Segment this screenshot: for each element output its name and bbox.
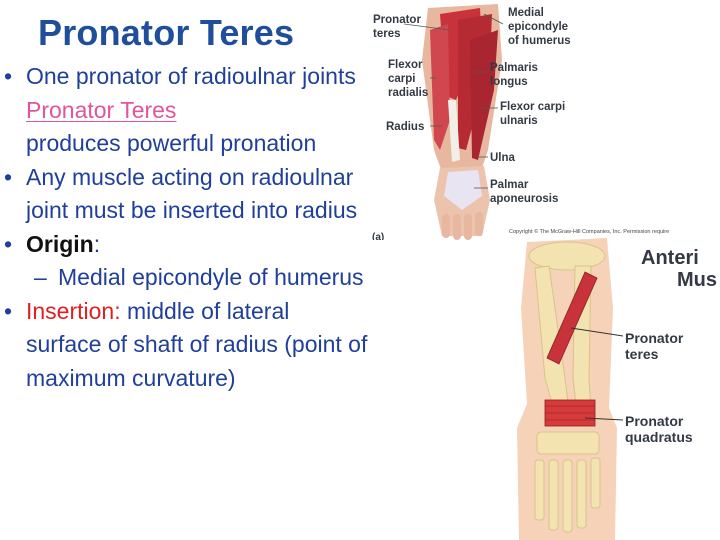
metacarpal — [576, 459, 587, 529]
svg-text:teres: teres — [373, 28, 401, 40]
label-pronator-quadratus: Pronator — [625, 413, 684, 429]
label-medial-epicondyle: Medial — [508, 7, 544, 19]
flexor-carpi-radialis-muscle — [430, 24, 450, 150]
carpal-bones — [536, 431, 600, 455]
bullet-list: • One pronator of radioulnar joints Pron… — [0, 60, 370, 395]
leader-line — [584, 417, 624, 421]
flexor-carpi-ulnaris-muscle — [470, 30, 498, 160]
svg-text:carpi: carpi — [388, 73, 416, 85]
label-palmar-aponeurosis: Palmar — [490, 179, 529, 191]
pronator-teres-link[interactable]: Pronator Teres — [26, 96, 177, 123]
svg-text:quadratus: quadratus — [625, 429, 693, 445]
label-pronator-teres: Pronator — [373, 14, 421, 26]
slide-title: Pronator Teres — [38, 12, 295, 53]
label-radius: Radius — [386, 121, 424, 133]
svg-text:radialis: radialis — [388, 87, 428, 99]
palmar-aponeurosis-shape — [444, 170, 482, 210]
label-pronator-teres: Pronator — [625, 330, 684, 346]
bullet-dot: • — [4, 163, 13, 190]
finger — [464, 214, 472, 240]
svg-text:of humerus: of humerus — [508, 35, 571, 47]
figure-heading: Anteri — [641, 247, 699, 269]
svg-text:aponeurosis: aponeurosis — [490, 193, 558, 205]
bullet-radius-insertion: • Any muscle acting on radioulnar joint … — [0, 161, 370, 228]
bullet-dot: • — [4, 63, 13, 89]
finger — [475, 212, 483, 236]
svg-text:longus: longus — [490, 76, 528, 88]
label-flexor-carpi-ulnaris: Flexor carpi — [500, 101, 565, 113]
bullet-origin: • Origin: — [0, 228, 370, 262]
humerus-end — [528, 241, 606, 271]
bullet-insertion: • Insertion: middle of lateral surface o… — [0, 295, 370, 396]
svg-text:ulnaris: ulnaris — [500, 115, 538, 127]
svg-text:Mus: Mus — [677, 269, 717, 291]
bullet-dot: • — [4, 230, 13, 257]
metacarpal — [534, 459, 545, 521]
finger — [453, 214, 461, 240]
copyright-notice: Copyright © The McGraw-Hill Companies, I… — [509, 228, 669, 235]
metacarpal — [562, 459, 573, 533]
leader-line — [570, 327, 624, 337]
metacarpal — [590, 457, 601, 509]
label-palmaris-longus: Palmaris — [490, 62, 538, 74]
metacarpal — [548, 459, 559, 531]
tendon — [448, 100, 460, 162]
origin-label: Origin — [26, 230, 94, 257]
svg-text:teres: teres — [625, 346, 659, 362]
pronator-teres-muscle — [546, 271, 598, 365]
insertion-label: Insertion: — [26, 297, 121, 324]
origin-detail: – Medial epicondyle of humerus — [0, 261, 370, 295]
sub-bullet-dash: – — [34, 264, 47, 290]
bullet-pronator-role: • One pronator of radioulnar joints Pron… — [0, 60, 370, 161]
label-flexor-carpi-radialis: Flexor — [388, 59, 423, 71]
bullet-dot: • — [4, 297, 13, 324]
finger — [442, 214, 450, 238]
label-ulna: Ulna — [490, 152, 516, 164]
pronator-bones-figure: Copyright © The McGraw-Hill Companies, I… — [505, 228, 720, 540]
panel-label: (a) — [372, 232, 384, 240]
forearm-muscles-figure: Pronator teres Medial epicondyle of hume… — [370, 0, 578, 240]
svg-text:epicondyle: epicondyle — [508, 21, 568, 33]
